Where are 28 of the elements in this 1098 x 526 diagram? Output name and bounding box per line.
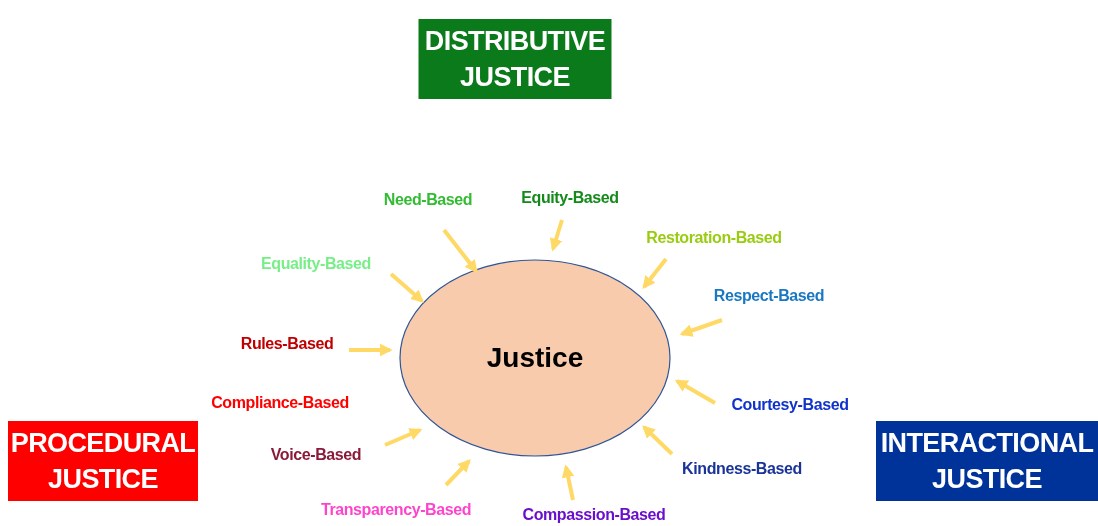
category-banner: INTERACTIONAL JUSTICE [876, 421, 1098, 501]
arrow [389, 272, 424, 303]
justice-type-label: Respect-Based [713, 287, 825, 305]
category-banner: PROCEDURAL JUSTICE [8, 421, 198, 501]
justice-type-label: Transparency-Based [320, 501, 472, 519]
arrow [442, 228, 478, 273]
arrow [561, 464, 575, 501]
arrow [549, 219, 564, 252]
justice-type-label: Compassion-Based [522, 506, 666, 524]
justice-type-label: Compliance-Based [211, 394, 349, 412]
justice-type-label: Rules-Based [240, 335, 334, 353]
arrow [674, 379, 716, 405]
justice-type-label: Courtesy-Based [731, 396, 849, 414]
arrow [642, 425, 674, 456]
arrow [384, 428, 423, 447]
justice-type-label: Equality-Based [261, 255, 371, 273]
justice-type-label: Voice-Based [270, 446, 362, 464]
arrow [642, 257, 668, 289]
arrow [679, 318, 723, 337]
justice-ellipse [399, 259, 671, 457]
arrow [349, 343, 393, 357]
justice-type-label: Restoration-Based [646, 229, 782, 247]
category-banner: DISTRIBUTIVE JUSTICE [418, 19, 612, 99]
arrow [444, 459, 471, 487]
justice-type-label: Equity-Based [521, 189, 619, 207]
justice-type-label: Need-Based [383, 191, 473, 209]
center-label: Justice [486, 342, 584, 374]
justice-type-label: Kindness-Based [682, 460, 802, 478]
